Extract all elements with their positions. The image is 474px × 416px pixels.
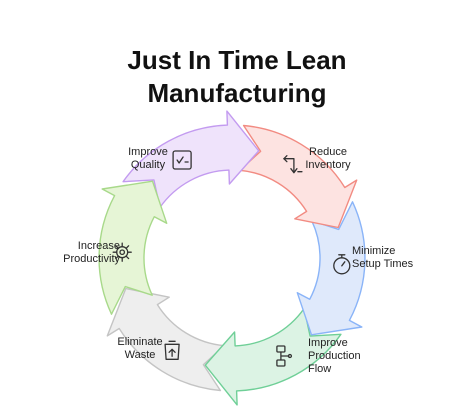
label-minimize-setup-times: Minimize Setup Times bbox=[352, 245, 414, 270]
flowchart-icon bbox=[276, 345, 293, 367]
segment-reduce-inventory bbox=[239, 124, 358, 229]
title-line-2: Manufacturing bbox=[147, 78, 327, 108]
segment-improve-production-flow bbox=[204, 307, 342, 406]
segment-eliminate-waste bbox=[106, 287, 225, 392]
diagram-title: Just In Time Lean Manufacturing bbox=[0, 44, 474, 110]
checklist-icon bbox=[172, 150, 192, 170]
label-increase-productivity: Increase Productivity bbox=[63, 240, 120, 265]
stopwatch-icon bbox=[333, 254, 351, 275]
segment-increase-productivity bbox=[98, 180, 168, 315]
title-line-1: Just In Time Lean bbox=[127, 45, 347, 75]
trash-icon bbox=[164, 340, 180, 360]
label-eliminate-waste: Eliminate Waste bbox=[117, 336, 163, 361]
label-improve-production-flow: Improve Production Flow bbox=[308, 337, 361, 375]
label-reduce-inventory: Reduce Inventory bbox=[305, 146, 351, 171]
gear-icon bbox=[112, 242, 132, 262]
segment-minimize-setup-times bbox=[296, 201, 366, 336]
flow-arrows-icon bbox=[283, 155, 303, 174]
label-improve-quality: Improve Quality bbox=[128, 146, 168, 171]
